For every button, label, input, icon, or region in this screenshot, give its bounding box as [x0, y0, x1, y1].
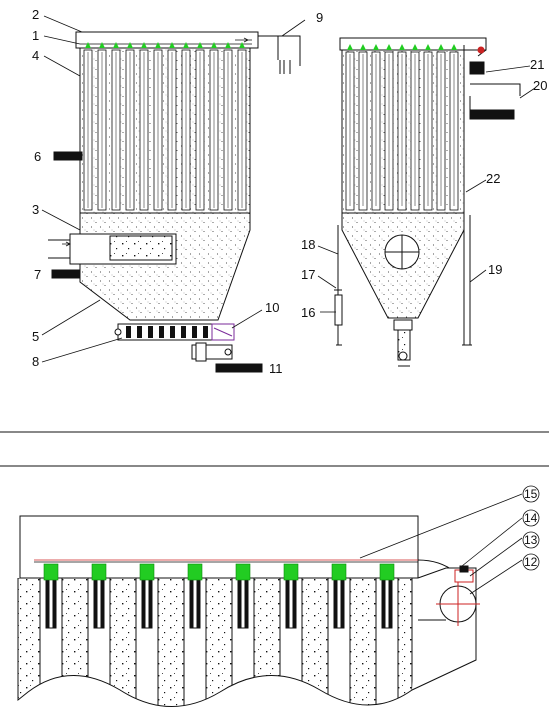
venturi-throat — [336, 578, 342, 629]
nozzle — [451, 44, 457, 50]
detail-nozzle — [139, 563, 155, 581]
label-20: 20 — [533, 78, 547, 93]
nozzle — [211, 42, 217, 48]
nozzle — [183, 42, 189, 48]
detail-nozzle — [235, 563, 251, 581]
filter-housing — [79, 47, 251, 214]
detail-leader-lines — [359, 485, 540, 595]
nozzle — [412, 44, 418, 50]
left-leader-lines — [41, 15, 306, 363]
side-unit-20 — [469, 109, 515, 120]
nozzle — [99, 42, 105, 48]
label-1: 1 — [32, 28, 39, 43]
screw-blade — [192, 326, 197, 338]
top-labels: 2 1 4 6 3 7 5 8 9 10 11 21 20 22 18 17 1… — [32, 7, 547, 376]
marker-11 — [215, 363, 263, 373]
label-6: 6 — [34, 149, 41, 164]
screw-blade — [181, 326, 186, 338]
nozzle — [360, 44, 366, 50]
venturi-throat — [288, 578, 294, 629]
label-21: 21 — [530, 57, 544, 72]
screw-blade — [203, 326, 208, 338]
label-9: 9 — [316, 10, 323, 25]
left-hopper — [79, 212, 251, 321]
detail-nozzle — [187, 563, 203, 581]
detail-view — [17, 515, 480, 707]
detail-nozzle — [331, 563, 347, 581]
detail-nozzle — [43, 563, 59, 581]
nozzle — [239, 42, 245, 48]
label-13: 13 — [524, 533, 538, 547]
detail-plenum — [19, 515, 419, 579]
label-16: 16 — [301, 305, 315, 320]
label-7: 7 — [34, 267, 41, 282]
marker-7 — [51, 269, 81, 279]
label-5: 5 — [32, 329, 39, 344]
detail-side-housing — [411, 567, 477, 691]
label-17: 17 — [301, 267, 315, 282]
detail-nozzle — [379, 563, 395, 581]
nozzle — [127, 42, 133, 48]
screw-blade — [159, 326, 164, 338]
detail-nozzle — [283, 563, 299, 581]
nozzle — [141, 42, 147, 48]
right-leader-lines — [317, 65, 536, 313]
left-collector-unit — [48, 31, 301, 373]
label-2: 2 — [32, 7, 39, 22]
filter-bags — [83, 49, 247, 211]
screw-blade — [137, 326, 142, 338]
screw-blade — [170, 326, 175, 338]
nozzle — [425, 44, 431, 50]
label-8: 8 — [32, 354, 39, 369]
nozzle — [399, 44, 405, 50]
screw-blade — [126, 326, 131, 338]
label-10: 10 — [265, 300, 279, 315]
nozzle — [373, 44, 379, 50]
venturi-throat — [48, 578, 54, 629]
detail-nozzle — [91, 563, 107, 581]
rotary-valve — [393, 319, 413, 331]
label-14: 14 — [524, 511, 538, 525]
nozzle — [113, 42, 119, 48]
label-3: 3 — [32, 202, 39, 217]
venturi-throat — [240, 578, 246, 629]
screw-blade — [148, 326, 153, 338]
label-22: 22 — [486, 171, 500, 186]
venturi-throat — [144, 578, 150, 629]
right-collector-unit — [334, 37, 521, 367]
pressure-gauge — [334, 294, 343, 326]
nozzle — [85, 42, 91, 48]
venturi-throat — [192, 578, 198, 629]
nozzle — [386, 44, 392, 50]
nozzle — [438, 44, 444, 50]
side-unit-21 — [469, 61, 485, 75]
nozzle — [225, 42, 231, 48]
label-15: 15 — [524, 487, 538, 501]
label-11: 11 — [269, 361, 283, 376]
nozzle — [347, 44, 353, 50]
nozzle — [169, 42, 175, 48]
label-19: 19 — [488, 262, 502, 277]
label-18: 18 — [301, 237, 315, 252]
nozzle — [155, 42, 161, 48]
venturi-throat — [96, 578, 102, 629]
venturi-throat — [384, 578, 390, 629]
marker-6 — [53, 151, 83, 161]
nozzle — [197, 42, 203, 48]
label-4: 4 — [32, 48, 39, 63]
bottom-labels: 15 14 13 12 — [524, 487, 538, 569]
label-12: 12 — [524, 555, 538, 569]
